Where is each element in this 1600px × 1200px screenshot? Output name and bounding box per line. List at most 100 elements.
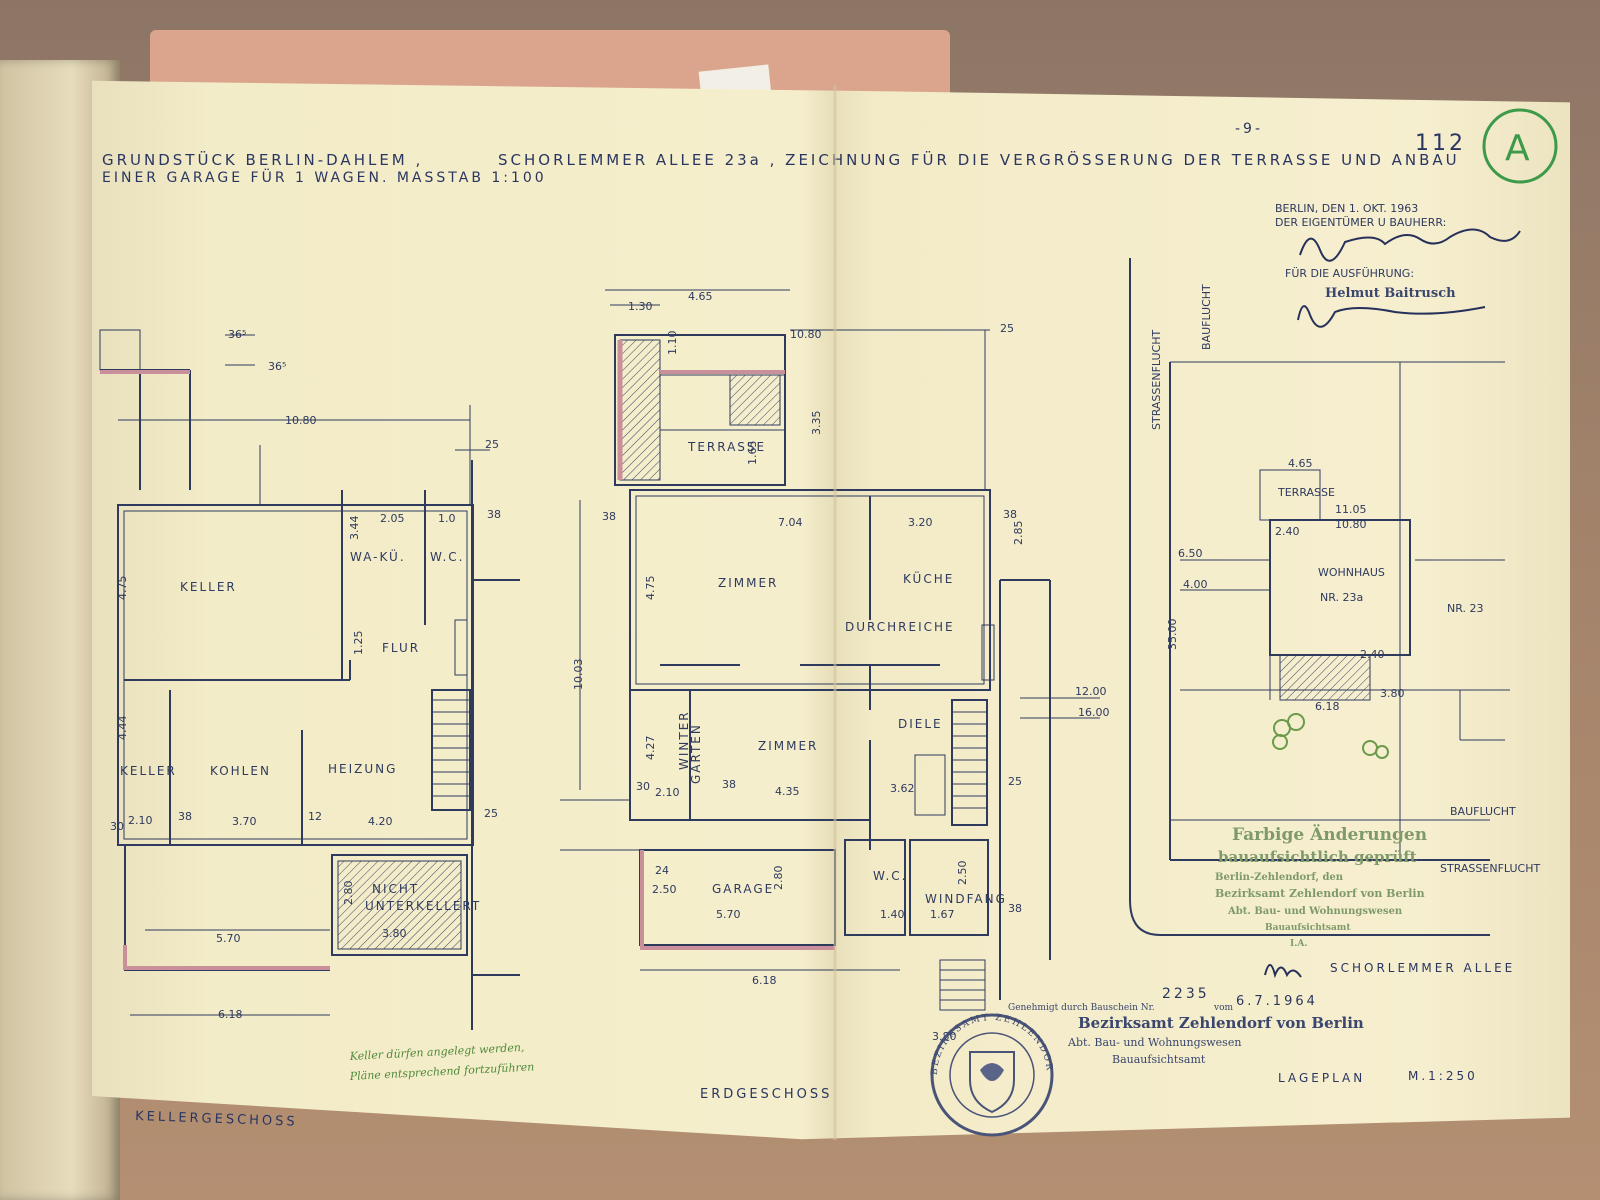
erd-dim-27: 2.50	[956, 861, 969, 886]
lage-label-4: WOHNHAUS	[1318, 566, 1385, 579]
lage-dim-3: 10.80	[1335, 518, 1367, 531]
erd-dim-9: 7.04	[778, 516, 803, 529]
lage-label-2: BAUFLUCHT	[1200, 284, 1213, 350]
erd-room-5: ZIMMER	[758, 739, 818, 753]
erd-room-3: KÜCHE	[903, 570, 954, 586]
keller-title: KELLERGESCHOSS	[135, 1109, 298, 1130]
exec-signature	[1297, 305, 1486, 328]
header-line2: EINER GARAGE FÜR 1 WAGEN. MASSTAB 1:100	[102, 168, 547, 186]
keller-dim-16: 38	[178, 810, 192, 823]
keller-room-5: KELLER	[120, 764, 177, 778]
keller-dim-19: 3.80	[382, 927, 407, 940]
erd-dim-19: 4.35	[775, 785, 800, 798]
approved-vom: vom	[1213, 1003, 1234, 1013]
lage-label-8: STRASSENFLUCHT	[1440, 862, 1540, 875]
erd-dim-15: 4.27	[644, 736, 657, 761]
lage-label-7: BAUFLUCHT	[1450, 805, 1516, 818]
green-note-2: Pläne entsprechend fortzuführen	[348, 1060, 534, 1083]
keller-plan	[99, 329, 520, 1030]
keller-dim-17: 25	[484, 807, 498, 820]
lage-dim-2: 11.05	[1335, 503, 1367, 516]
erd-dim-3: 10.80	[790, 328, 822, 341]
sig-exec: FÜR DIE AUSFÜHRUNG:	[1285, 267, 1414, 280]
erd-red-line-3	[640, 850, 835, 950]
erd-dim-29: 6.18	[752, 974, 777, 987]
erd-room-4: DURCHREICHE	[845, 620, 955, 634]
lage-dim-9: 2.40	[1275, 525, 1300, 538]
erd-room-9: GARAGE	[712, 882, 774, 896]
erd-dim-31: 24	[655, 864, 669, 877]
office-line-1: Bezirksamt Zehlendorf von Berlin	[1078, 1014, 1364, 1032]
erd-room-8: GARTEN	[689, 723, 703, 784]
erd-dim-17: 2.10	[655, 786, 680, 799]
corner-circle	[1482, 108, 1558, 184]
office-line-3: Bauaufsichtsamt	[1112, 1053, 1206, 1066]
approved-label: Genehmigt durch Bauschein Nr.	[1008, 1003, 1155, 1013]
keller-dim-21: 6.18	[218, 1008, 243, 1021]
erd-dim-28: 38	[1008, 902, 1022, 915]
green-stamp-2: bauaufsichtlich geprüft	[1218, 848, 1417, 866]
green-stamp-5: Abt. Bau- und Wohnungswesen	[1227, 906, 1403, 917]
approved-number: 2235	[1162, 986, 1210, 1002]
lage-dim-1: 4.65	[1288, 457, 1313, 470]
keller-dim-11: 4.44	[116, 716, 129, 741]
erd-room-10: W.C.	[873, 869, 908, 883]
erd-dim-14: 10.03	[572, 659, 585, 691]
erd-room-1: TERRASSE	[687, 440, 766, 454]
lage-dim-8: 16.00	[1078, 706, 1110, 719]
keller-dim-7: 1.0	[438, 512, 456, 525]
keller-red-line	[123, 945, 330, 970]
sig-company: Helmut Baitrusch	[1325, 286, 1456, 301]
erd-dim-7: 25	[1000, 322, 1014, 335]
erd-dim-10: 3.20	[908, 516, 933, 529]
lage-label-3: TERRASSE	[1277, 486, 1335, 499]
office-line-2: Abt. Bau- und Wohnungswesen	[1067, 1036, 1241, 1049]
lage-dim-4: 6.50	[1178, 547, 1203, 560]
sig-date: BERLIN, DEN 1. OKT. 1963	[1275, 202, 1418, 215]
corner-letter: A	[1505, 128, 1530, 169]
keller-dim-4: 25	[485, 438, 499, 451]
keller-dim-6: 2.05	[380, 512, 405, 525]
lage-dim-10: 2.40	[1360, 648, 1385, 661]
erd-dim-22: 2.80	[772, 866, 785, 891]
erd-room-6: DIELE	[898, 717, 943, 731]
keller-room-1: KELLER	[180, 580, 237, 594]
keller-dim-15: 12	[308, 810, 322, 823]
page-number: -9-	[1235, 121, 1263, 137]
erd-dim-6: 1.65	[746, 441, 759, 466]
lage-label-1: STRASSENFLUCHT	[1150, 330, 1163, 430]
erd-dim-8: 38	[602, 510, 616, 523]
approved-date: 6.7.1964	[1236, 994, 1318, 1009]
lage-dim-12: 6.18	[1315, 700, 1340, 713]
keller-dim-20: 5.70	[216, 932, 241, 945]
green-stamp-7: I.A.	[1290, 939, 1307, 949]
green-stamp-1: Farbige Änderungen	[1232, 824, 1427, 845]
keller-dim-22: 30	[110, 820, 124, 833]
keller-dim-9: 4.75	[116, 576, 129, 601]
keller-dim-10: 1.25	[352, 631, 365, 656]
owner-signature	[1299, 228, 1521, 262]
erd-dim-18: 38	[722, 778, 736, 791]
keller-room-7: HEIZUNG	[328, 762, 397, 776]
erd-dim-25: 1.40	[880, 908, 905, 921]
lage-dim-6: 35.00	[1166, 619, 1179, 651]
keller-dim-2: 36⁵	[228, 328, 246, 341]
keller-room-2: WA-KÜ.	[350, 548, 406, 564]
green-note-1: Keller dürfen angelegt werden,	[348, 1041, 524, 1063]
erd-dim-24: 5.70	[716, 908, 741, 921]
erd-dim-16: 30	[636, 780, 650, 793]
erd-dim-26: 1.67	[930, 908, 955, 921]
header-line1b: SCHORLEMMER ALLEE 23a , ZEICHNUNG FÜR DI…	[498, 150, 1460, 169]
erd-dim-23: 2.50	[652, 883, 677, 896]
header-line1a: GRUNDSTÜCK BERLIN-DAHLEM ,	[102, 150, 423, 169]
erd-title: ERDGESCHOSS	[700, 1087, 832, 1102]
keller-room-9: UNTERKELLERT	[365, 899, 481, 913]
keller-dim-8: 3.44	[348, 516, 361, 541]
erd-dim-1: 4.65	[688, 290, 713, 303]
erd-room-2: ZIMMER	[718, 576, 778, 590]
erd-dim-2: 1.30	[628, 300, 653, 313]
lage-label-6: NR. 23	[1447, 602, 1483, 615]
tree-sketch	[1272, 713, 1389, 759]
lage-dim-11: 3.80	[1380, 687, 1405, 700]
